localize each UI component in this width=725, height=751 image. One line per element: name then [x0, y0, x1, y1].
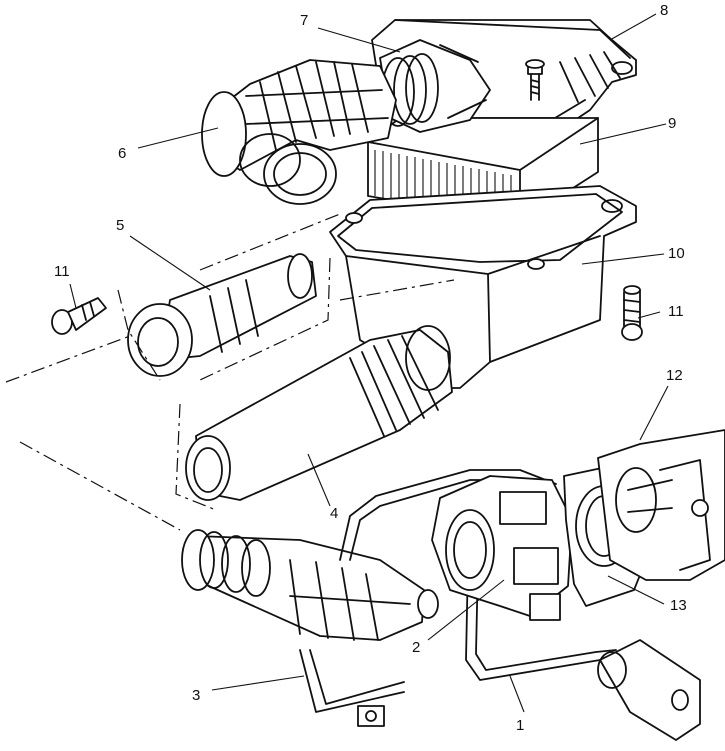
resonator	[127, 253, 317, 377]
support-bracket	[299, 649, 405, 727]
assembly-axis-upper-2	[199, 213, 341, 271]
callout-11-left: 11	[54, 263, 70, 280]
callout-7: 7	[300, 12, 309, 29]
lid-screw	[525, 59, 545, 101]
callout-3: 3	[192, 687, 201, 704]
intake-duct	[379, 39, 491, 133]
callout-9: 9	[668, 115, 677, 132]
lower-intake-elbow	[181, 529, 439, 641]
resonator-guide-line	[117, 257, 331, 381]
bolt-right	[621, 285, 643, 341]
callout-1: 1	[516, 717, 525, 734]
intake-manifold	[597, 429, 725, 581]
assembly-axis-upper	[5, 335, 131, 383]
pipe-flange	[597, 639, 701, 741]
assembly-axis-lower	[19, 441, 181, 531]
bolt-left	[51, 297, 107, 335]
callout-6: 6	[118, 145, 127, 162]
callout-8: 8	[660, 2, 669, 19]
callout-2: 2	[412, 639, 421, 656]
hose-guide-line	[175, 279, 455, 511]
corrugated-elbow-hose	[201, 59, 397, 205]
main-intake-hose	[185, 325, 453, 501]
callout-11-right: 11	[668, 303, 684, 320]
throttle-body	[431, 475, 573, 621]
callout-10: 10	[668, 245, 685, 262]
callout-13: 13	[670, 597, 687, 614]
leader-lines	[69, 13, 669, 713]
callout-4: 4	[330, 505, 339, 522]
callout-12: 12	[666, 367, 683, 384]
callout-5: 5	[116, 217, 125, 234]
